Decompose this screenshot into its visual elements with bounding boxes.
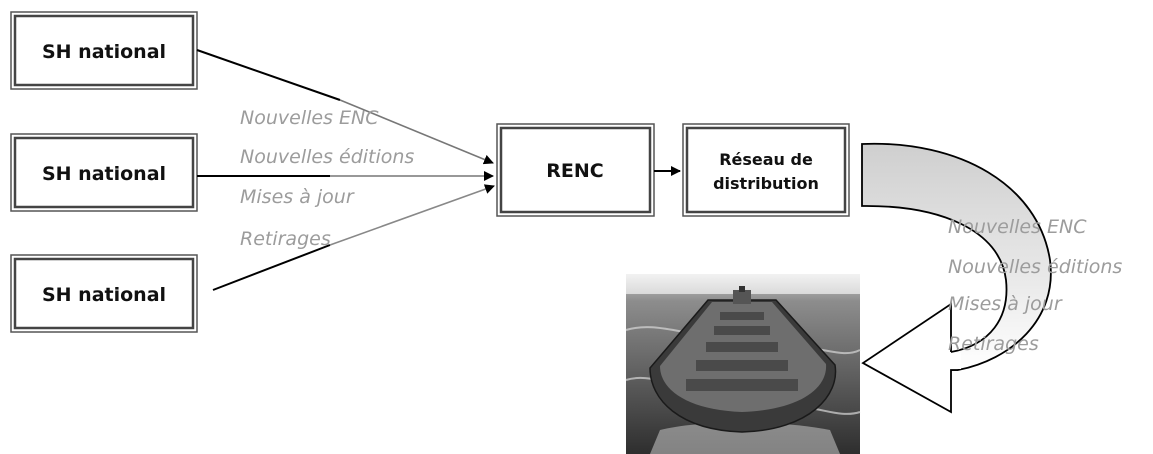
source-box-2: SH national xyxy=(10,133,198,212)
renc-label: RENC xyxy=(546,160,603,182)
ship-photo xyxy=(625,274,861,454)
right-label-nouvelles-editions: Nouvelles éditions xyxy=(948,256,1122,278)
renc-box: RENC xyxy=(496,123,655,217)
source-box-2-label: SH national xyxy=(42,163,166,185)
left-label-nouvelles-editions: Nouvelles éditions xyxy=(240,146,414,168)
connectors-to-renc xyxy=(196,49,495,291)
right-label-retirages: Retirages xyxy=(948,333,1039,355)
right-label-nouvelles-enc: Nouvelles ENC xyxy=(948,216,1087,238)
arrow-source3-to-renc xyxy=(329,184,495,246)
source-box-3: SH national xyxy=(10,254,198,333)
left-flow-labels: Nouvelles ENC Nouvelles éditions Mises à… xyxy=(240,107,414,250)
right-flow-labels: Nouvelles ENC Nouvelles éditions Mises à… xyxy=(948,216,1122,355)
left-label-mises-a-jour: Mises à jour xyxy=(240,186,355,208)
arrow-source1-to-renc xyxy=(339,99,494,165)
distribution-label-line1: Réseau de xyxy=(719,150,813,169)
source-box-1-label: SH national xyxy=(42,41,166,63)
distribution-box: Réseau de distribution xyxy=(682,123,850,217)
source-box-3-label: SH national xyxy=(42,284,166,306)
left-label-retirages: Retirages xyxy=(240,228,331,250)
distribution-label-line2: distribution xyxy=(713,174,819,193)
curved-delivery-arrow xyxy=(861,142,1052,414)
right-label-mises-a-jour: Mises à jour xyxy=(948,293,1063,315)
source-box-1: SH national xyxy=(10,11,198,90)
left-label-nouvelles-enc: Nouvelles ENC xyxy=(240,107,379,129)
